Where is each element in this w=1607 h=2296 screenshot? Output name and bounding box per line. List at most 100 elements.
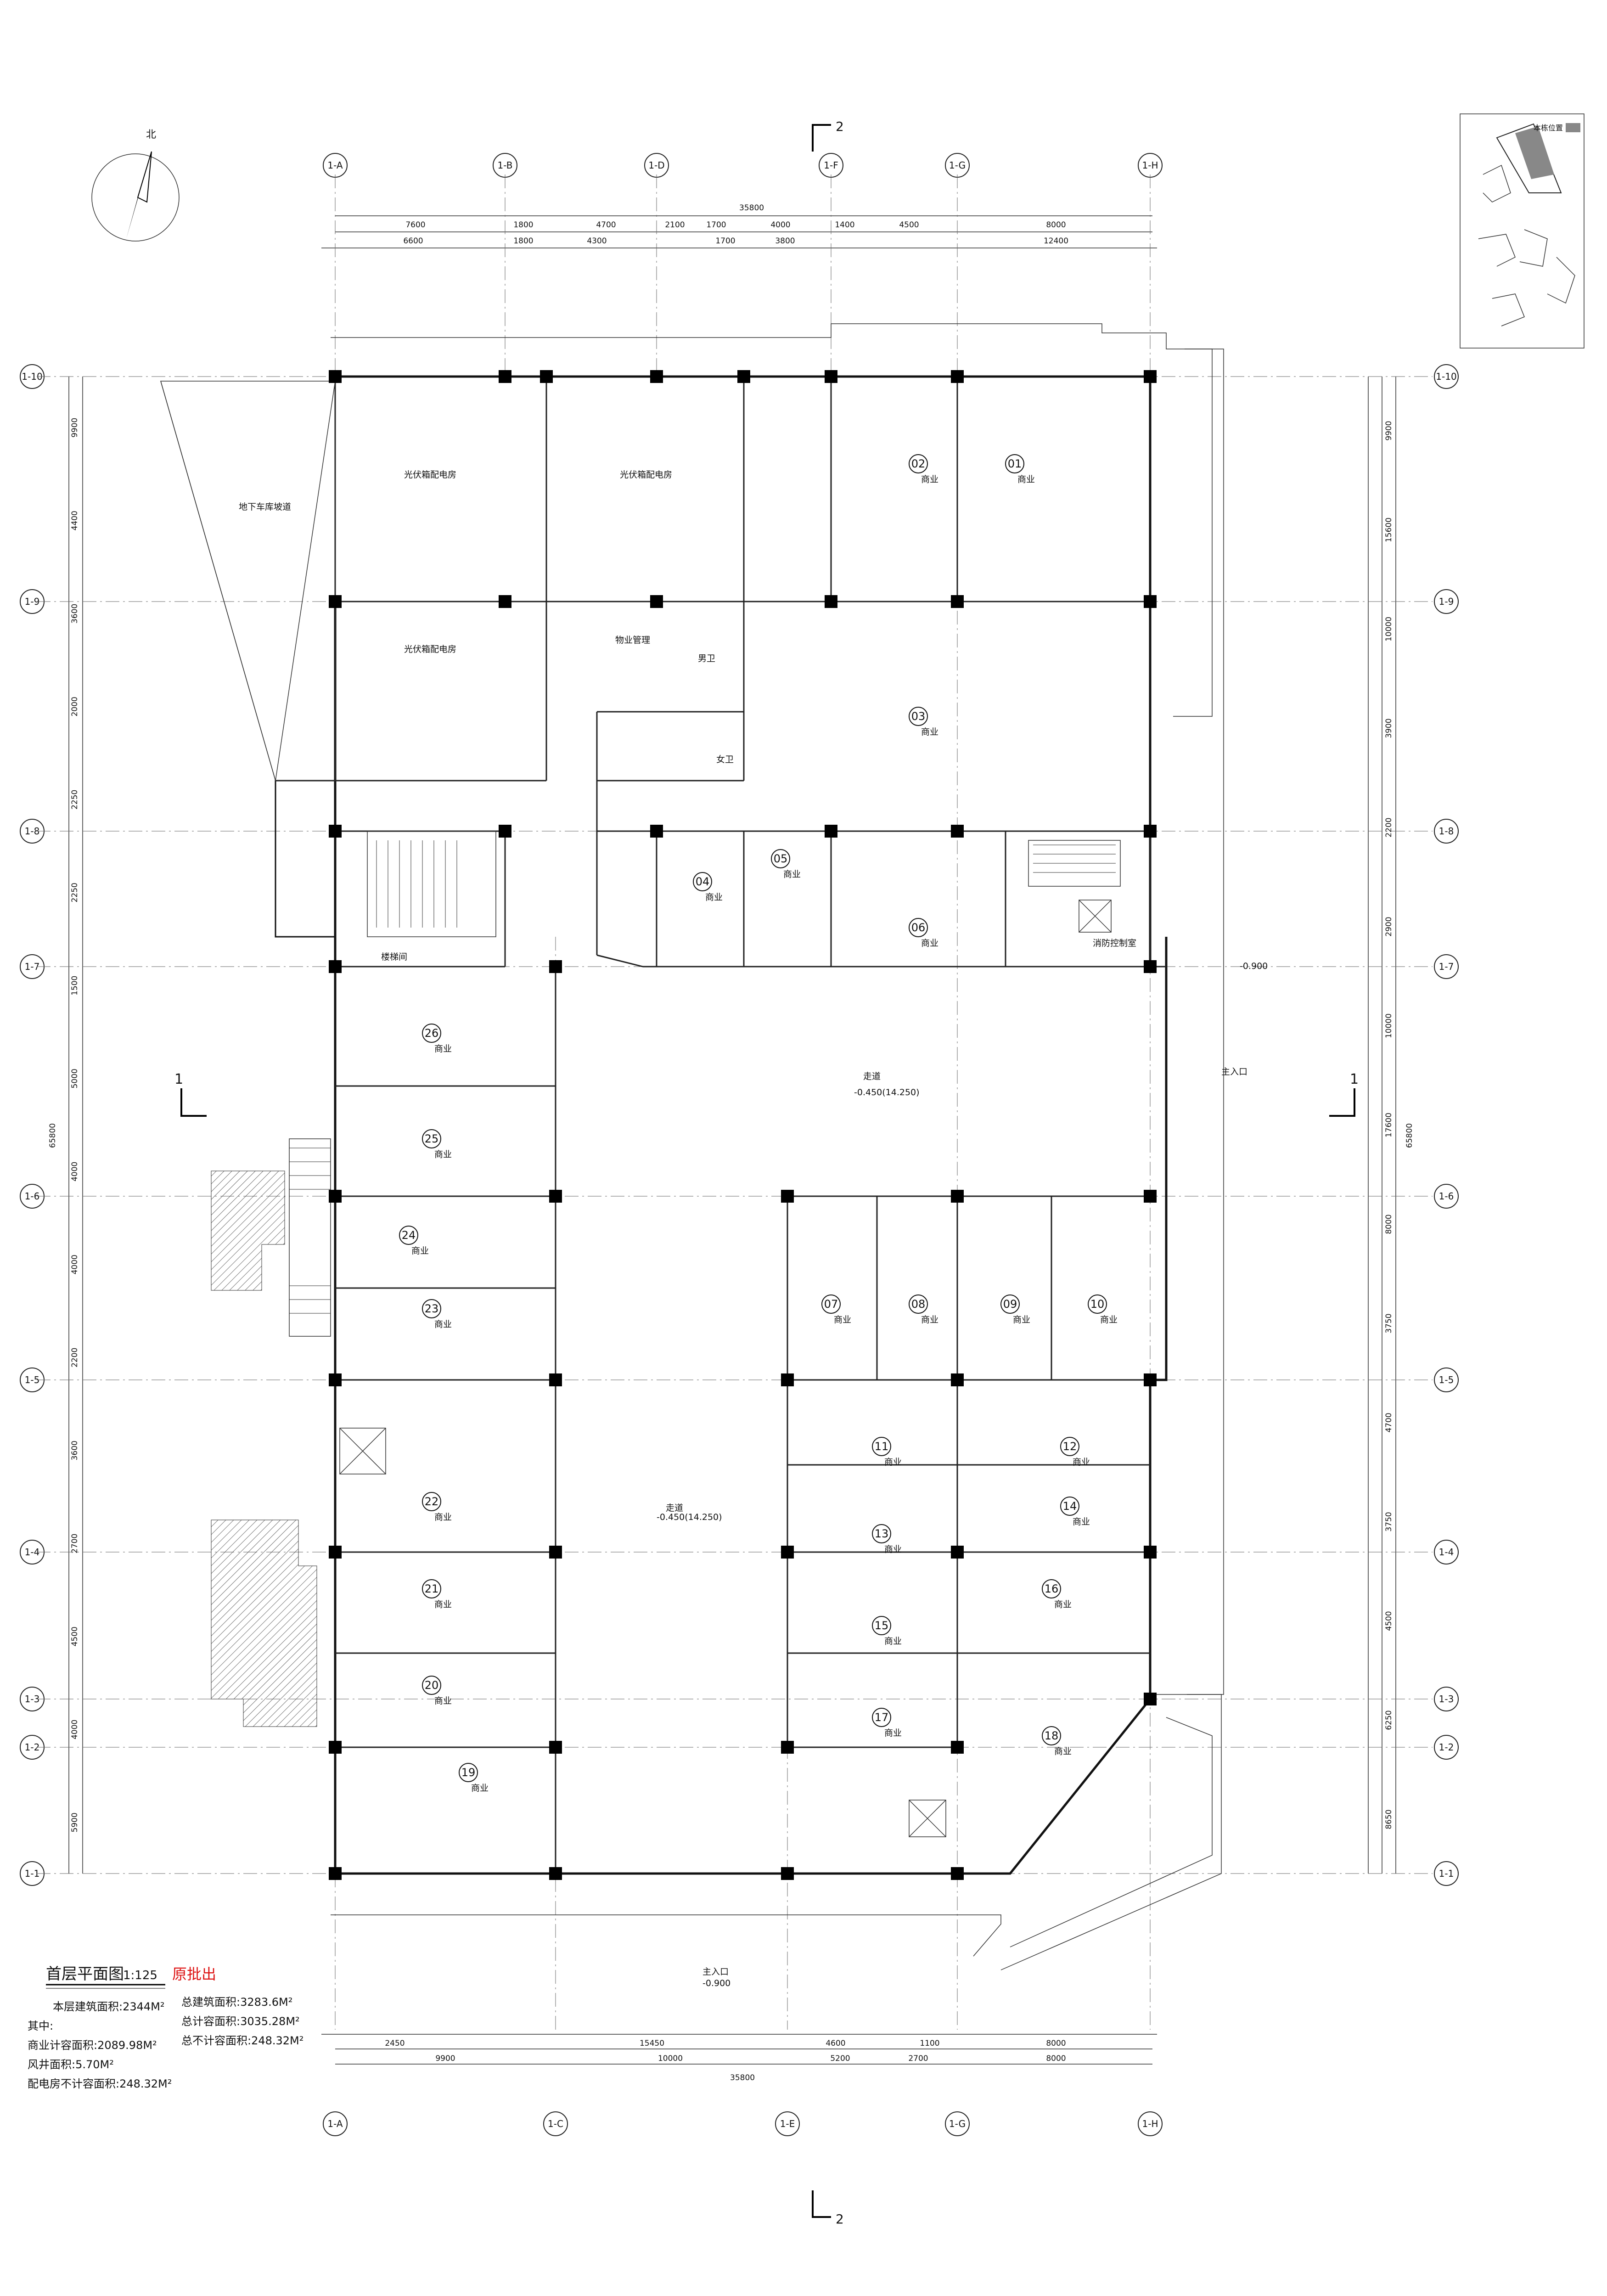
shop-number: 03 [911, 710, 926, 723]
dim-top-r2-1: 1800 [513, 236, 533, 246]
column-10 [650, 595, 663, 608]
interior-walls [335, 377, 1166, 1874]
column-20 [329, 960, 342, 973]
svg-text:1-8: 1-8 [1439, 826, 1454, 837]
dim-left-3: 2000 [70, 697, 79, 716]
key-plan-label: 本栋位置 [1534, 124, 1563, 132]
entrance-east: 主入口 [1221, 1067, 1247, 1077]
column-36 [951, 1546, 964, 1559]
axis-right-1-1: 1-1 [1434, 1861, 1459, 1886]
shop-name: 商业 [884, 1457, 902, 1467]
dim-top-r2-5: 12400 [1044, 236, 1068, 246]
ramp-label: 地下车库坡道 [239, 502, 291, 512]
dim-top-r2-0: 6600 [403, 236, 423, 246]
room-toilet-m: 男卫 [698, 653, 715, 664]
dim-left-14: 4000 [70, 1720, 79, 1739]
section-bottom-label: 2 [836, 2212, 844, 2227]
axis-right-1-3: 1-3 [1434, 1687, 1459, 1711]
axis-left-1-10: 1-10 [20, 364, 45, 389]
dim-left-15: 5900 [70, 1812, 79, 1832]
column-45 [781, 1867, 794, 1880]
dim-top-total: 35800 [739, 203, 764, 213]
axis-left-1-3: 1-3 [20, 1687, 45, 1711]
shop-name: 商业 [834, 1315, 851, 1325]
dim-right-12: 4500 [1384, 1611, 1393, 1631]
entrance-south: 主入口 [702, 1967, 729, 1977]
elevation-corridor-2: -0.450(14.250) [657, 1512, 722, 1522]
approval-stamp: 原批出 [172, 1965, 216, 1983]
room-elec-2: 光伏箱配电房 [620, 470, 672, 480]
dimension-left: 65800 [48, 377, 83, 1874]
dim-left-5: 2250 [70, 883, 79, 902]
svg-text:1-7: 1-7 [1439, 961, 1454, 972]
svg-text:1-10: 1-10 [1436, 371, 1456, 382]
structural-columns [329, 370, 1157, 1880]
dim-right-14: 8650 [1384, 1809, 1393, 1829]
svg-text:1-B: 1-B [498, 160, 513, 171]
dim-bot-r1-1: 15450 [640, 2039, 664, 2048]
column-39 [549, 1741, 562, 1754]
site-outline [331, 323, 1224, 1970]
shop-name: 商业 [1017, 474, 1035, 484]
dimension-right-values: 9900156001000039002200290010000176008000… [1384, 421, 1393, 1829]
dim-top-r1-6: 1400 [835, 220, 854, 230]
total-area: 总建筑面积:3283.6M² [181, 1996, 292, 2009]
column-7 [1144, 370, 1157, 383]
svg-text:1-1: 1-1 [1439, 1868, 1454, 1879]
shop-number: 13 [875, 1527, 889, 1540]
shop-number: 16 [1045, 1582, 1059, 1595]
column-41 [951, 1741, 964, 1754]
dim-right-total: 65800 [1405, 1123, 1414, 1148]
plan-scale: 1:125 [123, 1969, 157, 1982]
dim-left-8: 4000 [70, 1162, 79, 1182]
shop-number: 19 [461, 1766, 476, 1779]
dim-bot-r2-4: 8000 [1046, 2054, 1066, 2063]
shop-name: 商业 [884, 1636, 902, 1646]
shop-name: 商业 [1100, 1315, 1118, 1325]
column-43 [329, 1867, 342, 1880]
dim-right-10: 4700 [1384, 1412, 1393, 1432]
dim-left-1: 4400 [70, 511, 79, 530]
shop-name: 商业 [783, 869, 801, 879]
shop-name: 商业 [884, 1544, 902, 1554]
shop-number: 24 [402, 1229, 416, 1242]
dim-bot-r2-0: 9900 [435, 2054, 455, 2063]
dim-right-11: 3750 [1384, 1512, 1393, 1531]
dim-left-total: 65800 [48, 1123, 57, 1148]
grid-lines [37, 174, 1433, 2030]
column-9 [499, 595, 511, 608]
dim-left-0: 9900 [70, 418, 79, 438]
column-23 [329, 1190, 342, 1203]
svg-text:1-H: 1-H [1142, 160, 1158, 171]
corridor-label-2: 走道 [666, 1503, 683, 1513]
axis-top-1-A: 1-A [323, 153, 348, 178]
column-13 [1144, 595, 1157, 608]
shop-number: 25 [425, 1132, 439, 1145]
column-1 [499, 370, 511, 383]
axis-right-1-7: 1-7 [1434, 954, 1459, 979]
column-44 [549, 1867, 562, 1880]
shop-number: 05 [774, 852, 788, 865]
shop-name: 商业 [1073, 1457, 1090, 1467]
axis-left-1-6: 1-6 [20, 1184, 45, 1209]
dim-right-7: 17600 [1384, 1113, 1393, 1137]
column-22 [1144, 960, 1157, 973]
total-noncount-area: 总不计容面积:248.32M² [181, 2034, 303, 2047]
room-fire-control: 消防控制室 [1093, 938, 1136, 948]
dimension-left-values: 9900440036002000225022501500500040004000… [70, 418, 79, 1833]
shop-number: 14 [1063, 1500, 1077, 1513]
